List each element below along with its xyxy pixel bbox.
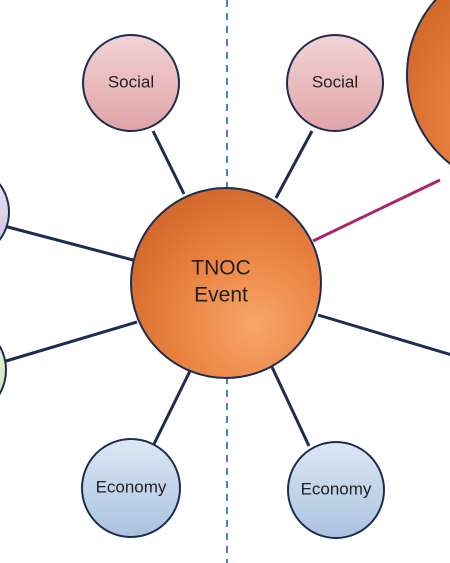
node-social-left-label: Social <box>108 72 154 91</box>
node-economy-left: Economy <box>81 438 181 538</box>
center-label-line2: Event <box>194 284 248 307</box>
connector-economy-left <box>152 370 192 445</box>
connector-social-right <box>274 130 314 199</box>
purple-node-partial <box>0 183 10 241</box>
connector-green-left <box>5 320 138 363</box>
connectors <box>3 130 450 447</box>
connector-purple-left <box>3 224 134 262</box>
node-social-left: Social <box>82 34 180 132</box>
node-economy-right: Economy <box>287 441 385 539</box>
green-node-partial <box>0 344 7 396</box>
connector-economy-right <box>270 366 311 447</box>
node-social-right-label: Social <box>312 72 358 91</box>
node-economy-right-label: Economy <box>301 479 372 498</box>
center-label-line1: TNOC <box>191 257 251 280</box>
large-orange-node-partial <box>406 0 450 165</box>
node-social-right: Social <box>286 34 384 132</box>
connector-magenta <box>312 178 441 243</box>
node-economy-left-label: Economy <box>96 477 167 496</box>
connector-social-left <box>151 130 186 195</box>
connector-right-lower <box>317 313 450 356</box>
center-node-tnoc-event: TNOC Event <box>130 187 322 379</box>
